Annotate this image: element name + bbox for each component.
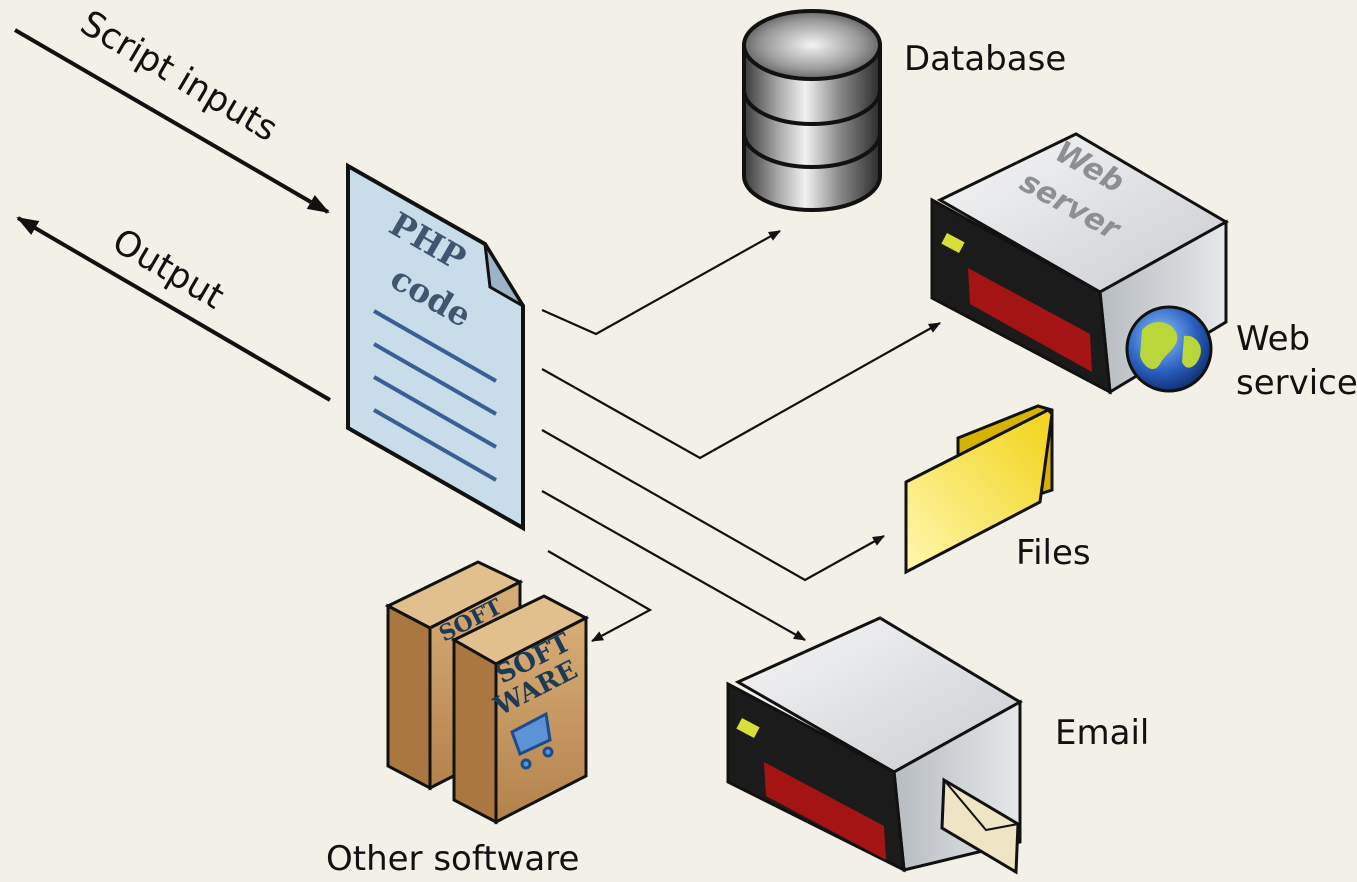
arrow-to-other-software [547, 550, 653, 642]
email-label: Email [1055, 713, 1150, 753]
web-service-label: Web service [1236, 318, 1357, 405]
database-icon [742, 9, 882, 212]
web-server-icon [930, 132, 1230, 395]
folder-icon [904, 404, 1054, 575]
software-box-front [450, 594, 590, 825]
connectors [541, 230, 941, 642]
files-label: Files [1016, 533, 1091, 573]
output-label: Output [105, 221, 230, 317]
arrow-to-database [541, 230, 781, 336]
database-label: Database [904, 39, 1067, 79]
arrow-to-files [541, 429, 885, 582]
script-inputs-arrow [13, 28, 330, 214]
arrow-to-email [541, 490, 806, 641]
email-server-icon [726, 616, 1023, 875]
php-document [346, 162, 525, 532]
document-text-lines [373, 309, 497, 482]
script-inputs-label: Script inputs [73, 3, 284, 150]
arrow-to-web-server [541, 322, 941, 460]
output-arrow [16, 216, 332, 402]
web-service-line2: service [1236, 362, 1357, 403]
other-software-label: Other software [326, 839, 580, 879]
envelope-icon [940, 777, 1020, 875]
web-service-line1: Web [1236, 319, 1311, 359]
shopping-cart-icon [510, 711, 554, 770]
